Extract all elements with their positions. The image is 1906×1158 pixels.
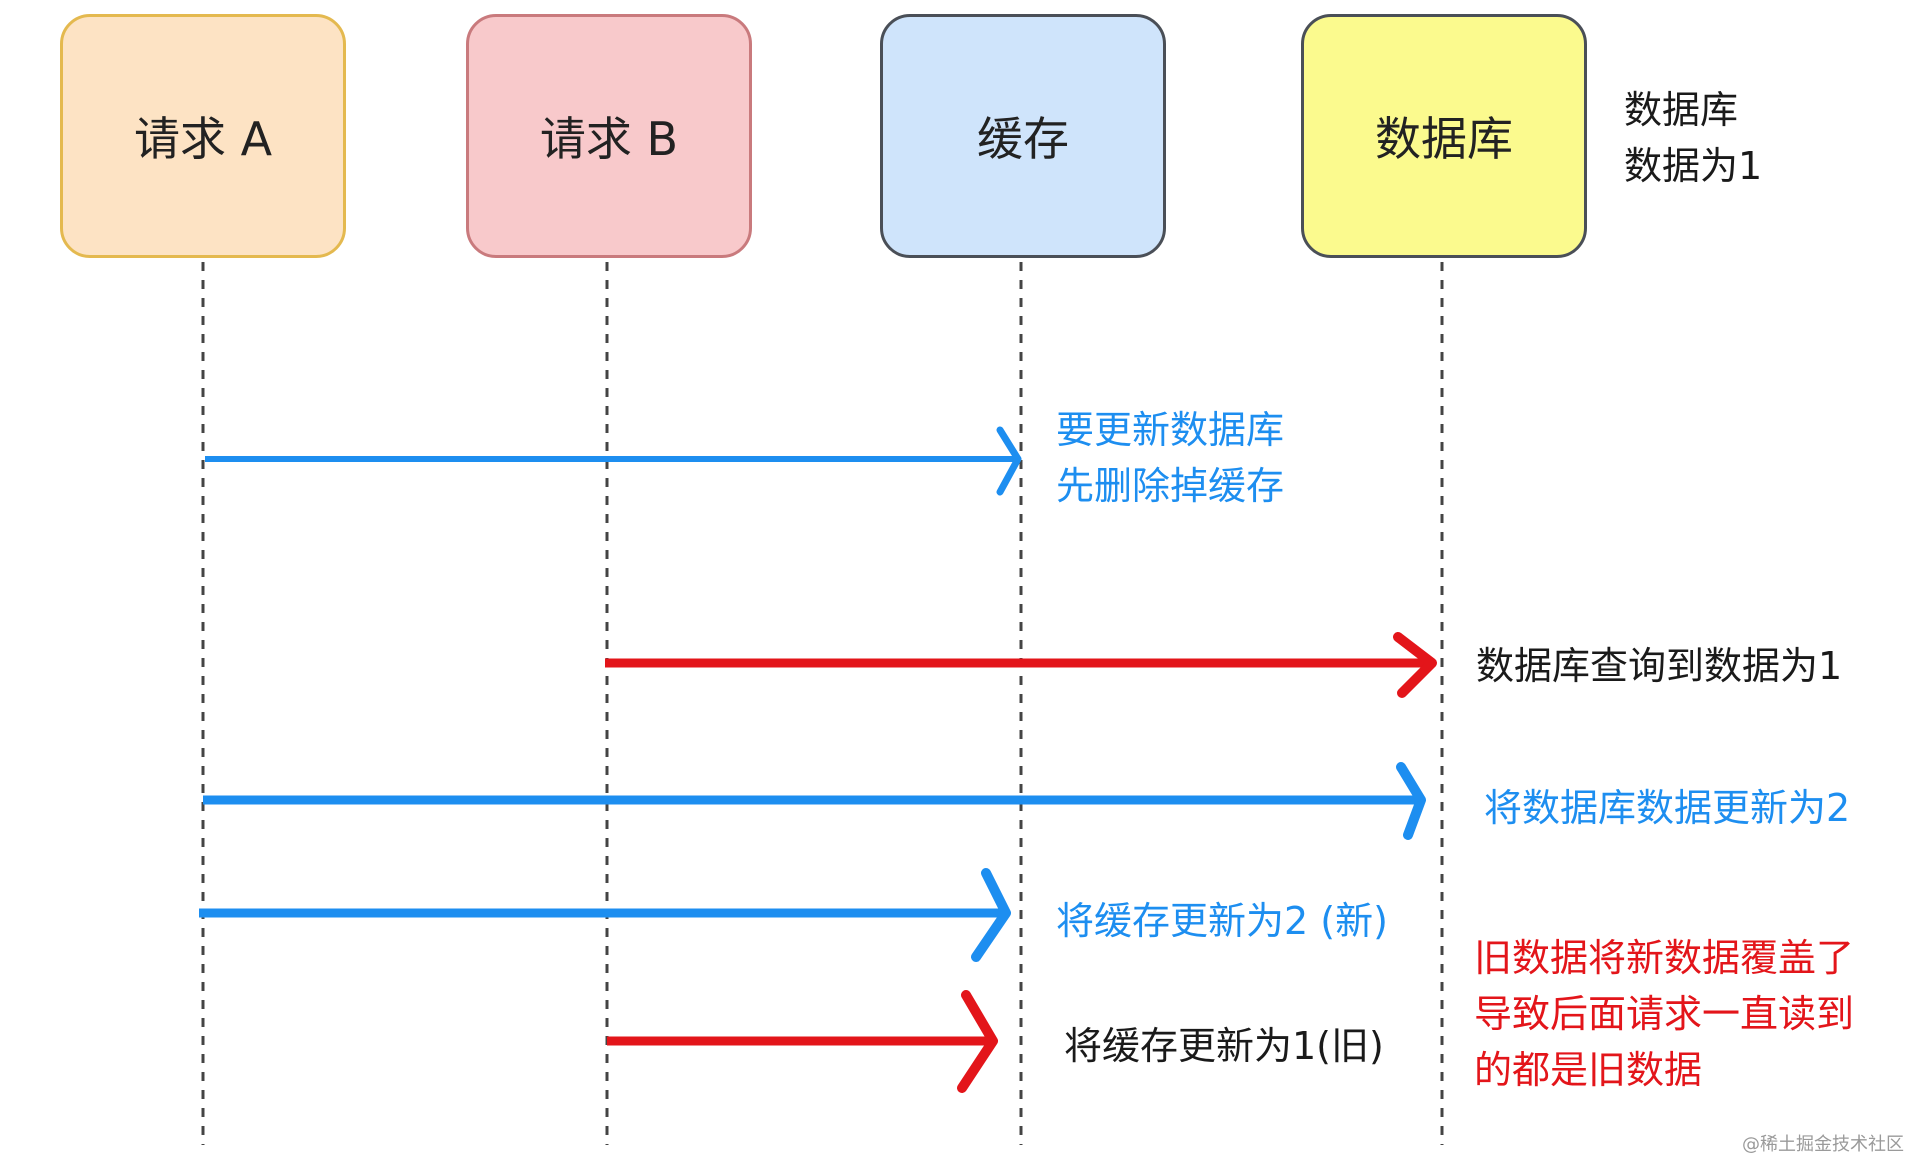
conclusion-line: 旧数据将新数据覆盖了 [1474,936,1855,980]
conclusion-line: 导致后面请求一直读到 [1474,992,1855,1036]
participant-database: 数据库 [1301,14,1587,258]
participant-cache: 缓存 [880,14,1166,258]
participant-request-b-label: 请求 B [539,112,679,166]
watermark: @稀土掘金技术社区 [1742,1134,1904,1155]
message-a-delete-cache: 要更新数据库 先删除掉缓存 [1056,402,1284,514]
arrow-b-update-cache [607,990,998,1093]
message-b-update-cache: 将缓存更新为1(旧) [1064,1024,1384,1068]
arrow-a-update-db [203,762,1426,840]
participant-request-b: 请求 B [466,14,752,258]
message-line: 要更新数据库 [1056,408,1285,452]
note-line: 数据为1 [1624,144,1763,188]
message-b-query-db: 数据库查询到数据为1 [1476,644,1843,688]
participant-request-a: 请求 A [60,14,346,258]
conclusion-note: 旧数据将新数据覆盖了 导致后面请求一直读到 的都是旧数据 [1474,930,1854,1098]
participant-request-a-label: 请求 A [133,112,273,166]
message-line: 先删除掉缓存 [1056,464,1285,508]
arrow-b-query-db [605,632,1437,698]
message-a-update-cache: 将缓存更新为2 (新) [1056,899,1388,943]
participant-cache-label: 缓存 [977,112,1069,166]
database-initial-note: 数据库 数据为1 [1624,82,1762,194]
conclusion-line: 的都是旧数据 [1474,1048,1703,1092]
arrow-a-update-cache [199,868,1011,962]
arrow-a-delete-cache [205,426,1022,496]
note-line: 数据库 [1624,88,1739,132]
message-a-update-db: 将数据库数据更新为2 [1484,786,1851,830]
participant-database-label: 数据库 [1375,112,1513,166]
